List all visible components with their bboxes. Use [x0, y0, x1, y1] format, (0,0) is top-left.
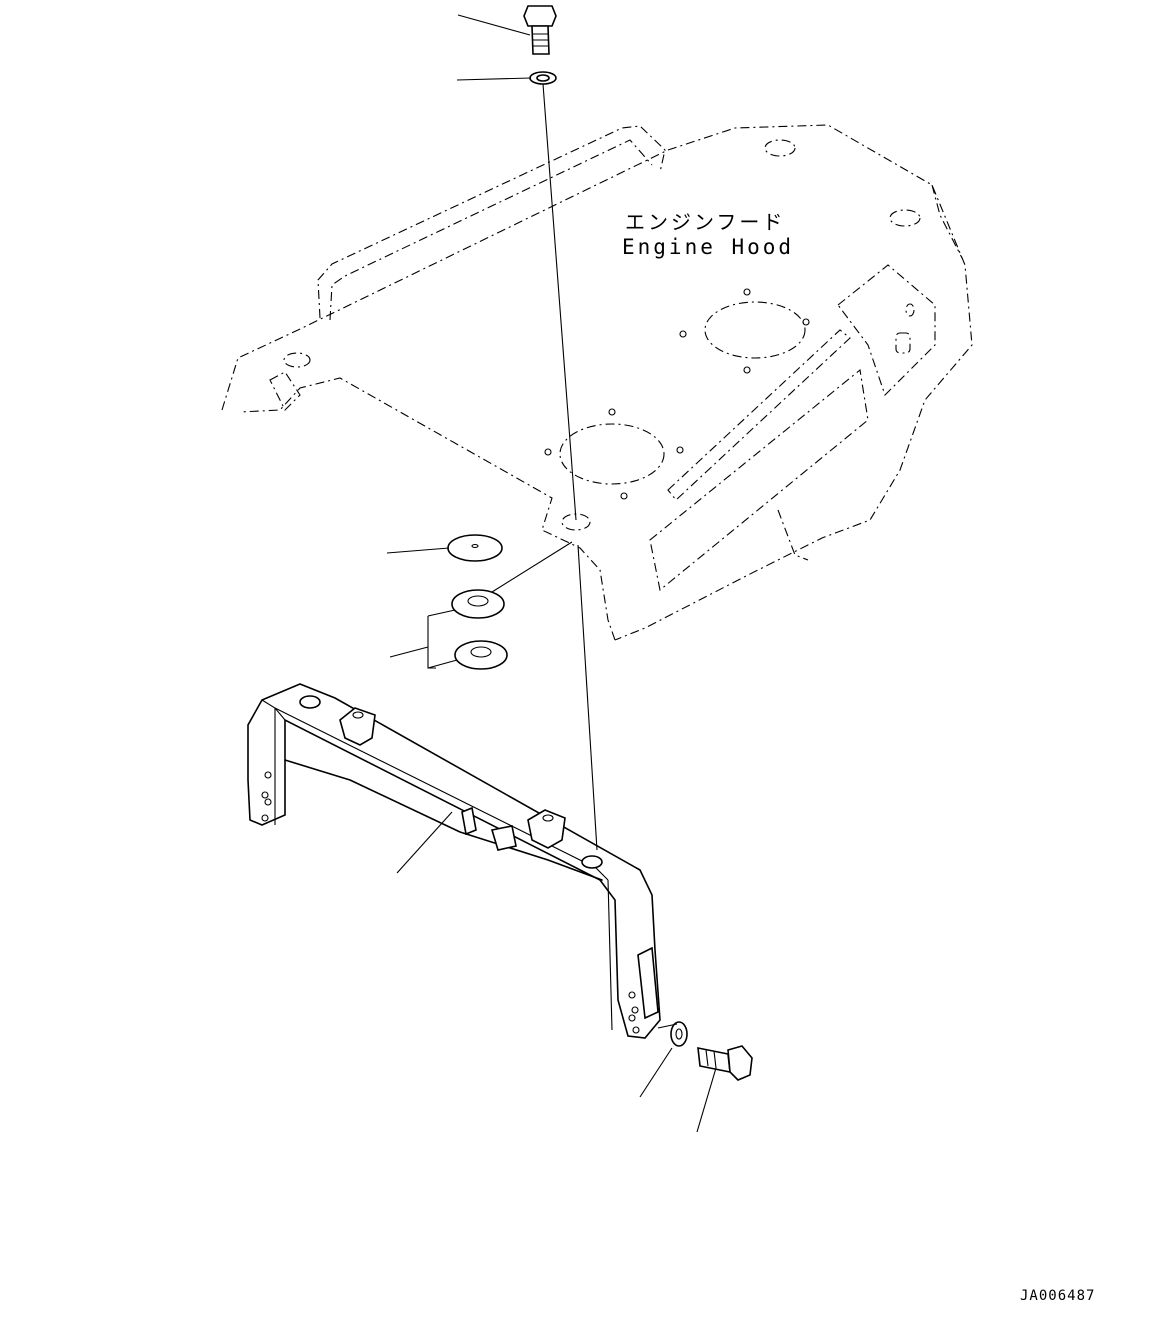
hood-stay-bracket [247, 683, 661, 1039]
bolt-bottom [697, 1045, 753, 1081]
drawing-id: JA006487 [1020, 1288, 1096, 1304]
leader-lines [386, 14, 717, 1133]
flat-washer [447, 534, 503, 562]
engine-hood-label-en: Engine Hood [622, 235, 795, 259]
cushion-upper [451, 589, 505, 619]
engine-hood-outline [221, 124, 973, 641]
cushion-lower [454, 640, 508, 670]
assembly-lines [491, 83, 678, 1029]
engine-hood-label-jp: エンジンフード [625, 210, 786, 234]
washer-top [529, 71, 557, 85]
bolt-top [523, 5, 557, 55]
washer-bottom [670, 1021, 688, 1047]
